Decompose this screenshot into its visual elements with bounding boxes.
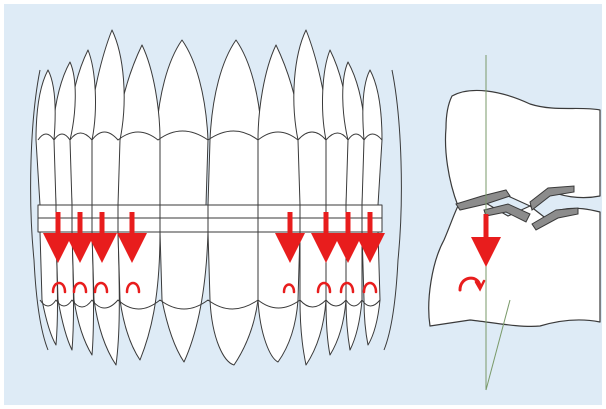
lower-molar-section (429, 202, 600, 326)
